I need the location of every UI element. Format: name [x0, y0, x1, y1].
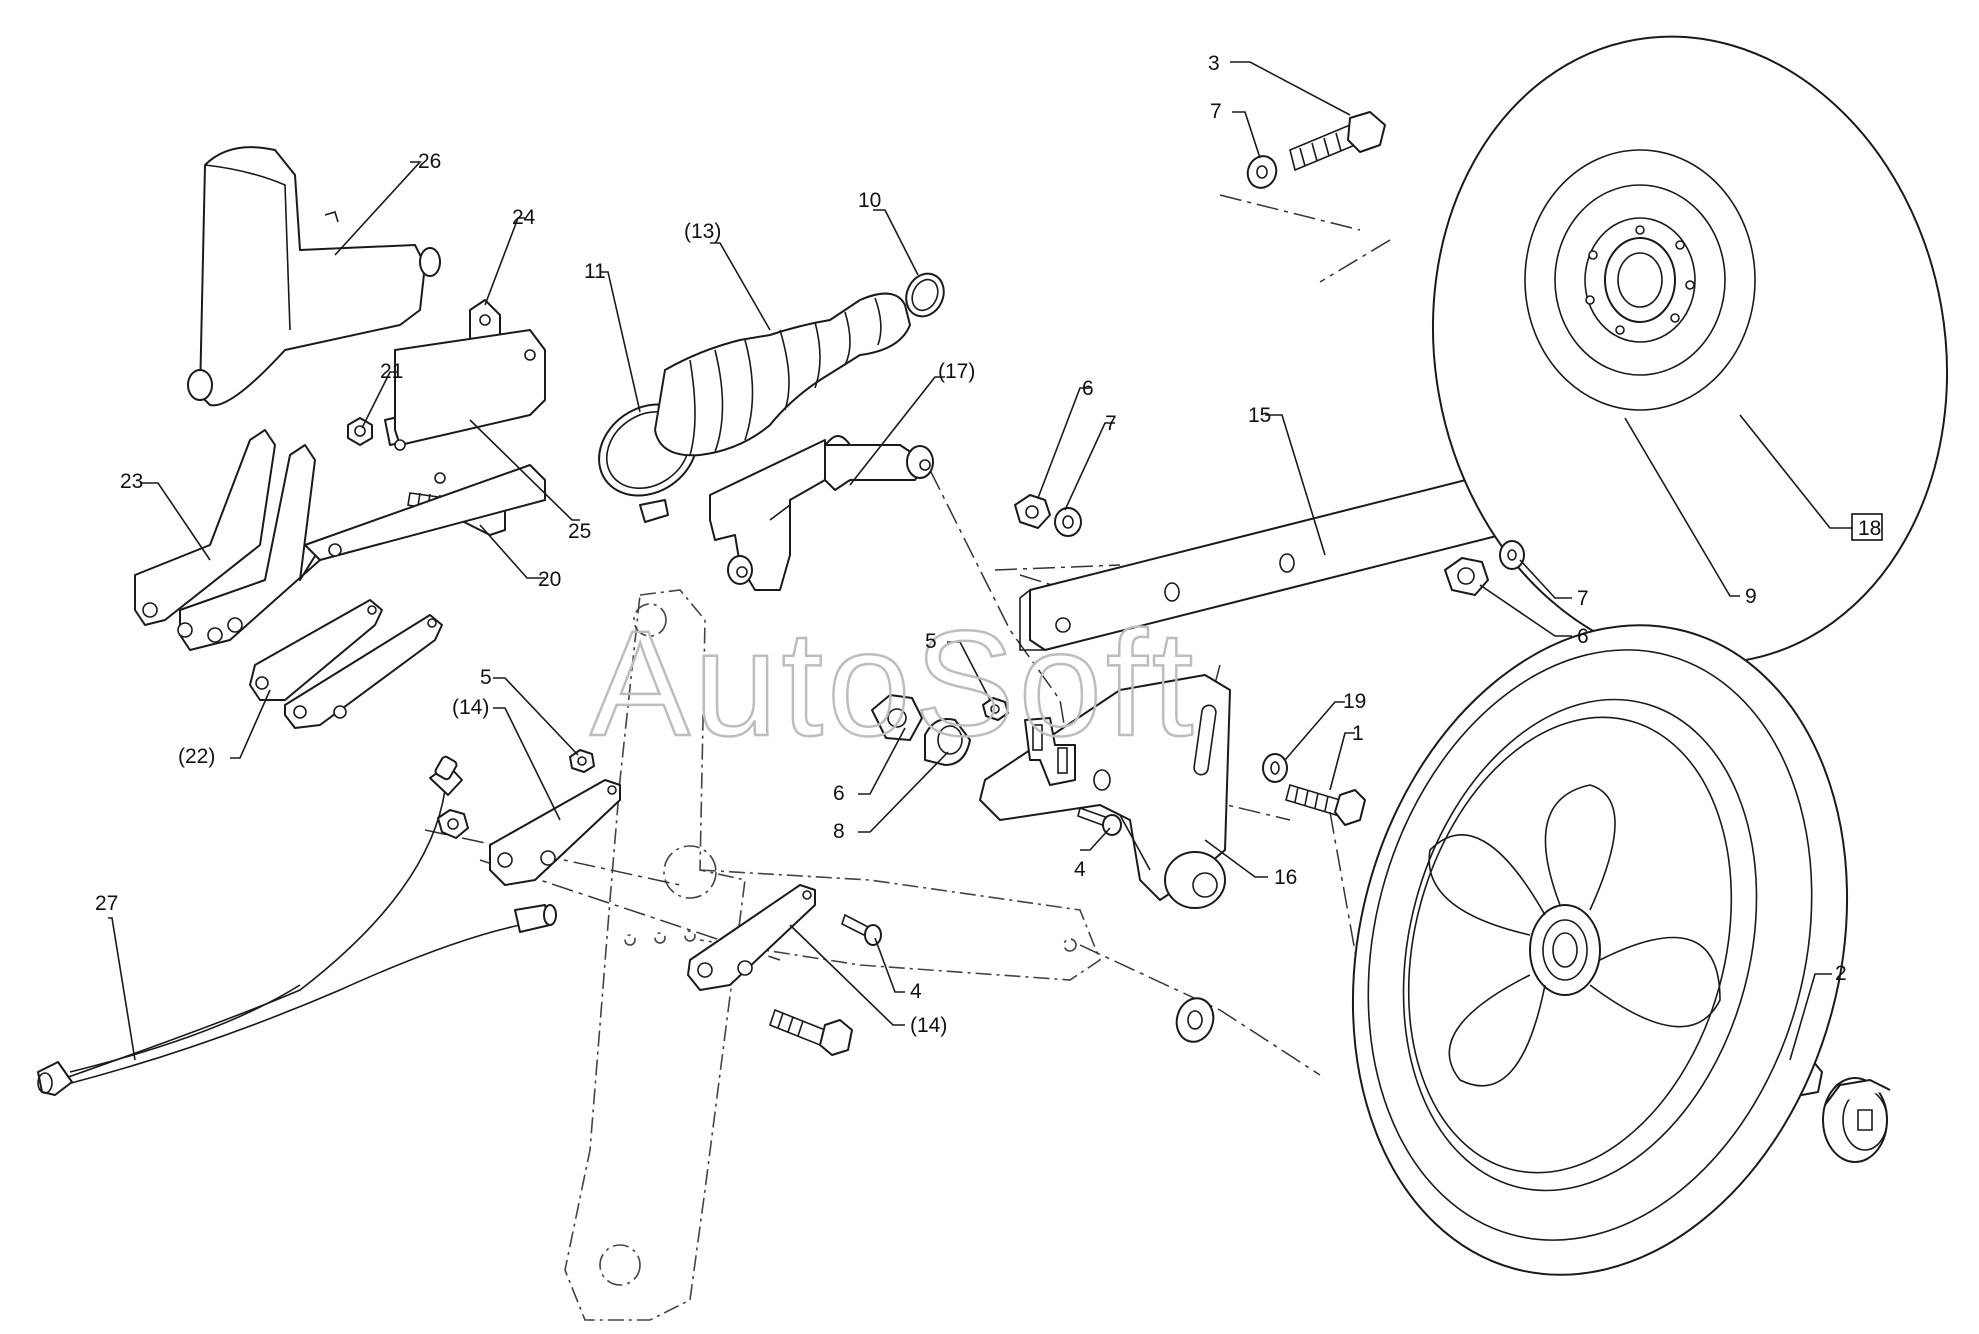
bellows-part-13 — [654, 292, 911, 457]
label-4-center: 4 — [1074, 858, 1086, 881]
label-17: (17) — [938, 360, 975, 383]
label-13: (13) — [684, 220, 721, 243]
side-plate-part-23 — [134, 429, 546, 651]
bolt-lower-left — [769, 1008, 853, 1056]
label-14-lower: (14) — [910, 1014, 947, 1037]
label-27: 27 — [95, 892, 118, 915]
part-labels: 3 7 10 (13) 11 26 24 21 23 25 20 (22) (1… — [95, 52, 1883, 1037]
washer-part-19 — [1262, 753, 1288, 783]
label-6-right: 6 — [1577, 625, 1589, 648]
nut-left-27 — [437, 809, 469, 839]
label-4-left: 4 — [910, 980, 922, 1003]
washer-part-7-right — [1499, 540, 1525, 570]
label-26: 26 — [418, 150, 441, 173]
washer-part-7-left — [1054, 507, 1082, 537]
label-9: 9 — [1745, 585, 1757, 608]
label-5-center: 5 — [925, 630, 937, 653]
label-7-top: 7 — [1210, 100, 1222, 123]
label-14-upper: (14) — [452, 696, 489, 719]
bracket-part-25 — [394, 329, 546, 484]
bolt-part-3 — [1289, 111, 1386, 172]
label-7-right: 7 — [1577, 587, 1589, 610]
bolt-part-1 — [1285, 783, 1366, 826]
hub-cap — [1822, 1077, 1891, 1163]
nut-part-6-left — [1014, 494, 1051, 529]
label-10: 10 — [858, 189, 881, 212]
label-3: 3 — [1208, 52, 1220, 75]
label-1: 1 — [1352, 722, 1364, 745]
label-25: 25 — [568, 520, 591, 543]
label-19: 19 — [1343, 690, 1366, 713]
label-23: 23 — [120, 470, 143, 493]
nut-part-6-center — [871, 694, 923, 741]
label-11: 11 — [584, 260, 606, 283]
spoked-wheel — [1351, 624, 1849, 1276]
spacer-part-8 — [924, 718, 971, 766]
nut-part-5-center — [982, 697, 1009, 721]
retaining-ring-part-10 — [905, 272, 945, 318]
label-2: 2 — [1835, 962, 1847, 985]
label-21: 21 — [380, 360, 403, 383]
phantom-main-arm — [564, 589, 1101, 1321]
washer-lower — [1175, 997, 1215, 1043]
disc-wheel-part-18 — [1431, 35, 1949, 665]
label-16: 16 — [1274, 866, 1297, 889]
label-6-top: 6 — [1082, 377, 1094, 400]
washer-part-7-top — [1246, 155, 1278, 189]
support-bracket-part-16 — [979, 674, 1231, 909]
label-24: 24 — [512, 206, 536, 229]
leader-lines — [108, 61, 1853, 1061]
label-18: 18 — [1858, 517, 1881, 540]
nut-part-6-right — [1444, 557, 1489, 596]
nut-part-5-left — [569, 749, 595, 773]
label-6-center: 6 — [833, 782, 845, 805]
label-15: 15 — [1248, 404, 1271, 427]
bolt-part-4-left — [841, 913, 882, 946]
label-8: 8 — [833, 820, 845, 843]
watermark-text: AutoSoft — [590, 599, 1197, 767]
cable-part-27 — [37, 755, 557, 1096]
label-20: 20 — [538, 568, 561, 591]
label-18-box — [1851, 513, 1883, 541]
label-22: (22) — [178, 745, 215, 768]
link-plates-part-22 — [249, 599, 443, 729]
actuator-part-17 — [709, 435, 934, 591]
label-7-mid: 7 — [1105, 412, 1117, 435]
label-5-left: 5 — [480, 666, 492, 689]
bracket-part-14-lower — [687, 884, 816, 991]
cover-part-26 — [187, 146, 441, 407]
nut-part-21 — [347, 417, 373, 446]
bracket-part-14-upper — [489, 779, 621, 886]
